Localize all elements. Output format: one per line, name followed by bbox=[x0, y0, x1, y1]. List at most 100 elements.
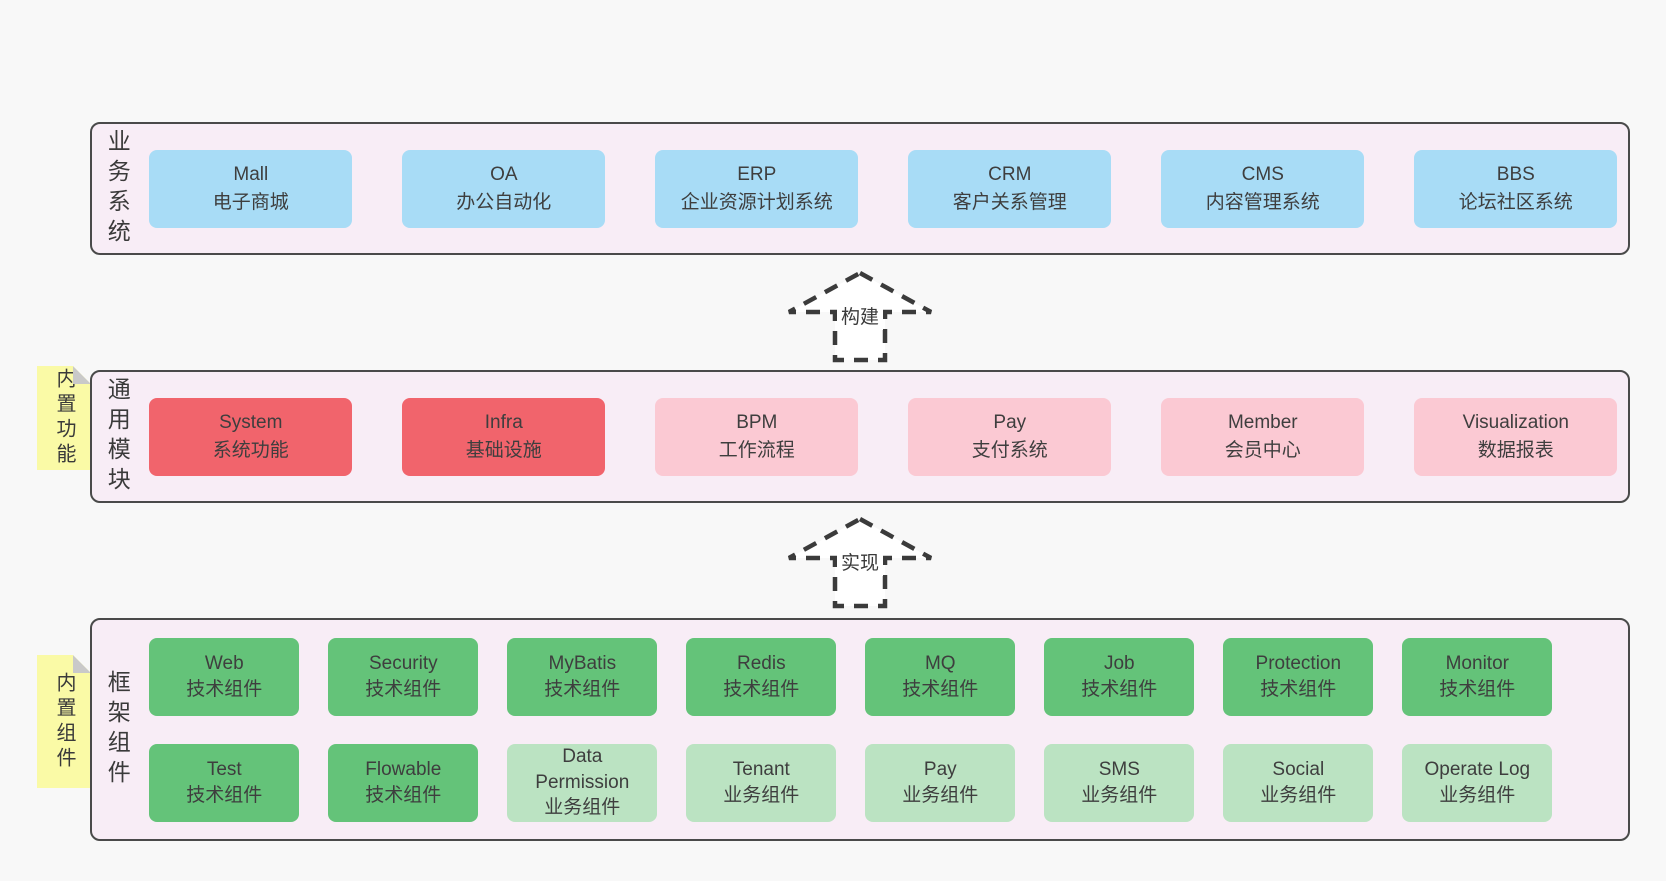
box-name: Monitor bbox=[1445, 652, 1509, 674]
box-desc: 企业资源计划系统 bbox=[680, 191, 833, 213]
framework-components-label: 框架组件 bbox=[104, 669, 131, 790]
box-desc: 技术组件 bbox=[365, 678, 442, 700]
box-redis: Redis 技术组件 bbox=[686, 637, 837, 716]
business-boxes-row: Mall 电子商城 OA 办公自动化 ERP 企业资源计划系统 CRM 客户关系… bbox=[149, 149, 1628, 228]
box-desc: 基础设施 bbox=[465, 439, 542, 461]
sticky-note-builtin-features: 内置功能 bbox=[37, 366, 91, 470]
box-pay: Pay 支付系统 bbox=[908, 397, 1112, 476]
common-modules-panel: 通用模块 System 系统功能 Infra 基础设施 BPM 工作流程 Pay… bbox=[90, 370, 1630, 503]
box-name: ERP bbox=[737, 163, 777, 185]
implement-arrow-label: 实现 bbox=[785, 548, 935, 576]
box-cms: CMS 内容管理系统 bbox=[1161, 149, 1365, 228]
box-erp: ERP 企业资源计划系统 bbox=[655, 149, 859, 228]
box-mall: Mall 电子商城 bbox=[149, 149, 353, 228]
box-mq: MQ 技术组件 bbox=[865, 637, 1016, 716]
box-name: MyBatis bbox=[548, 652, 617, 674]
box-member: Member 会员中心 bbox=[1161, 397, 1365, 476]
components-row-2: Test 技术组件 Flowable 技术组件 Data Permission … bbox=[149, 743, 1628, 822]
box-infra: Infra 基础设施 bbox=[402, 397, 606, 476]
box-name: Security bbox=[368, 652, 438, 674]
box-name: Job bbox=[1103, 652, 1135, 674]
box-monitor: Monitor 技术组件 bbox=[1402, 637, 1553, 716]
components-row-1: Web 技术组件 Security 技术组件 MyBatis 技术组件 Redi… bbox=[149, 637, 1628, 716]
box-desc: 技术组件 bbox=[723, 678, 800, 700]
box-name: BBS bbox=[1496, 163, 1535, 185]
box-tenant: Tenant 业务组件 bbox=[686, 743, 837, 822]
box-name: Visualization bbox=[1462, 411, 1569, 433]
box-name: CRM bbox=[988, 163, 1032, 185]
box-name: Web bbox=[204, 652, 244, 674]
box-name: BPM bbox=[736, 411, 778, 433]
box-test: Test 技术组件 bbox=[149, 743, 300, 822]
box-sms: SMS 业务组件 bbox=[1044, 743, 1195, 822]
box-desc: 业务组件 bbox=[1081, 784, 1158, 806]
box-desc: 技术组件 bbox=[1439, 678, 1516, 700]
box-security: Security 技术组件 bbox=[328, 637, 479, 716]
box-desc: 技术组件 bbox=[544, 678, 621, 700]
box-job: Job 技术组件 bbox=[1044, 637, 1195, 716]
box-crm: CRM 客户关系管理 bbox=[908, 149, 1112, 228]
box-desc: 技术组件 bbox=[1081, 678, 1158, 700]
box-visualization: Visualization 数据报表 bbox=[1414, 397, 1618, 476]
box-operate-log: Operate Log 业务组件 bbox=[1402, 743, 1553, 822]
build-arrow-label: 构建 bbox=[785, 302, 935, 330]
box-name: Tenant bbox=[732, 758, 790, 780]
box-social: Social 业务组件 bbox=[1223, 743, 1374, 822]
sticky-note-label: 内置组件 bbox=[53, 671, 75, 772]
build-arrow-text: 构建 bbox=[836, 305, 883, 330]
box-name: Infra bbox=[484, 411, 523, 433]
modules-boxes-row: System 系统功能 Infra 基础设施 BPM 工作流程 Pay 支付系统… bbox=[149, 397, 1628, 476]
box-desc: 系统功能 bbox=[212, 439, 289, 461]
framework-components-panel: 框架组件 Web 技术组件 Security 技术组件 MyBatis 技术组件… bbox=[90, 618, 1630, 841]
box-desc: 会员中心 bbox=[1224, 439, 1301, 461]
box-desc: 论坛社区系统 bbox=[1458, 191, 1573, 213]
box-desc: 业务组件 bbox=[1260, 784, 1337, 806]
box-desc: 内容管理系统 bbox=[1205, 191, 1320, 213]
box-protection: Protection 技术组件 bbox=[1223, 637, 1374, 716]
box-name: Pay bbox=[993, 411, 1027, 433]
implement-arrow-text: 实现 bbox=[836, 551, 883, 576]
box-desc: 电子商城 bbox=[212, 191, 289, 213]
box-name: Data Permission bbox=[535, 746, 630, 793]
box-data-permission: Data Permission 业务组件 bbox=[507, 743, 658, 822]
box-name: Member bbox=[1227, 411, 1298, 433]
box-desc: 工作流程 bbox=[718, 439, 795, 461]
box-desc: 技术组件 bbox=[186, 784, 263, 806]
box-system: System 系统功能 bbox=[149, 397, 353, 476]
box-name: Protection bbox=[1255, 652, 1342, 674]
box-desc: 技术组件 bbox=[365, 784, 442, 806]
box-bbs: BBS 论坛社区系统 bbox=[1414, 149, 1618, 228]
box-name: SMS bbox=[1098, 758, 1140, 780]
box-desc: 技术组件 bbox=[186, 678, 263, 700]
common-modules-label: 通用模块 bbox=[104, 376, 131, 497]
business-systems-panel: 业务系统 Mall 电子商城 OA 办公自动化 ERP 企业资源计划系统 CRM… bbox=[90, 122, 1630, 255]
box-desc: 支付系统 bbox=[971, 439, 1048, 461]
components-grid: Web 技术组件 Security 技术组件 MyBatis 技术组件 Redi… bbox=[149, 637, 1628, 822]
box-desc: 业务组件 bbox=[723, 784, 800, 806]
box-bpm: BPM 工作流程 bbox=[655, 397, 859, 476]
box-pay-biz: Pay 业务组件 bbox=[865, 743, 1016, 822]
box-name: Mall bbox=[233, 163, 269, 185]
box-desc: 技术组件 bbox=[902, 678, 979, 700]
box-name: Pay bbox=[923, 758, 957, 780]
box-desc: 客户关系管理 bbox=[952, 191, 1067, 213]
box-name: CMS bbox=[1241, 163, 1284, 185]
box-desc: 数据报表 bbox=[1477, 439, 1554, 461]
box-desc: 办公自动化 bbox=[456, 191, 552, 213]
box-web: Web 技术组件 bbox=[149, 637, 300, 716]
box-desc: 业务组件 bbox=[1439, 784, 1516, 806]
box-name: Operate Log bbox=[1424, 758, 1531, 780]
box-flowable: Flowable 技术组件 bbox=[328, 743, 479, 822]
box-name: Test bbox=[206, 758, 242, 780]
sticky-note-label: 内置功能 bbox=[53, 368, 75, 468]
box-name: Flowable bbox=[365, 758, 442, 780]
box-name: System bbox=[219, 411, 283, 433]
box-name: Redis bbox=[737, 652, 786, 674]
business-systems-label: 业务系统 bbox=[104, 128, 131, 249]
box-desc: 技术组件 bbox=[1260, 678, 1337, 700]
box-mybatis: MyBatis 技术组件 bbox=[507, 637, 658, 716]
box-desc: 业务组件 bbox=[544, 797, 621, 819]
box-name: MQ bbox=[924, 652, 956, 674]
box-name: Social bbox=[1272, 758, 1325, 780]
